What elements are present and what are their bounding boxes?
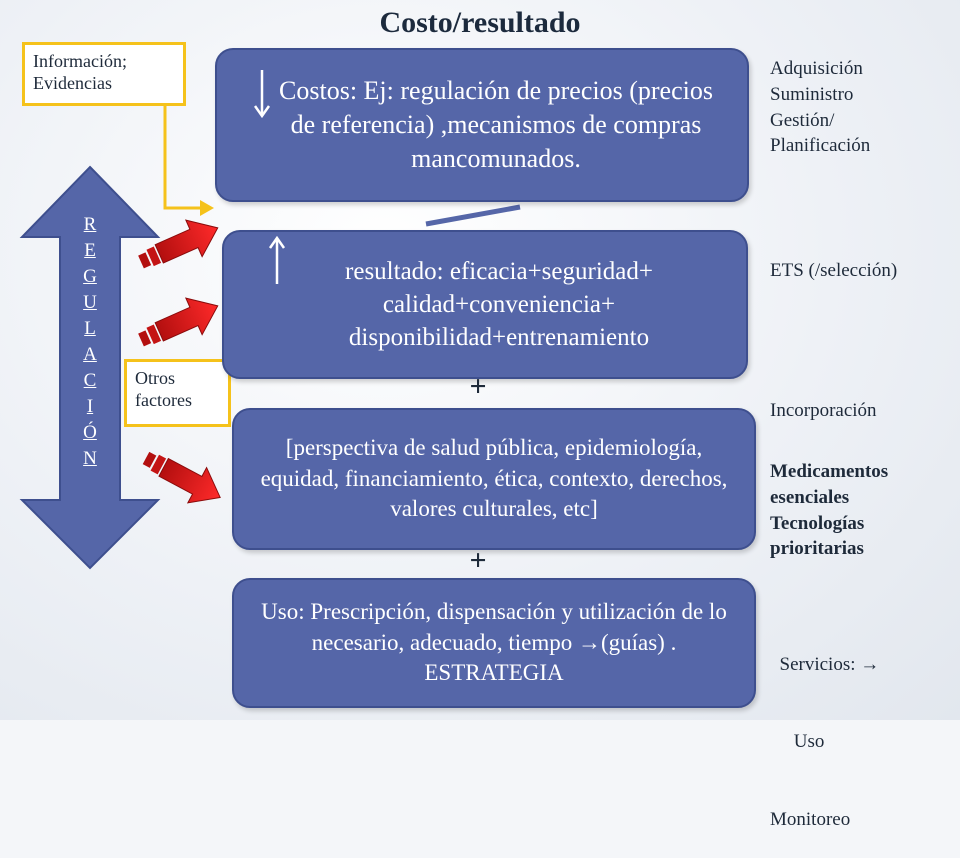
right-label-line: Medicamentos bbox=[770, 461, 889, 482]
right-label-line: Uso bbox=[770, 731, 825, 753]
right-label-line: esenciales bbox=[770, 486, 850, 508]
note-line: Información; bbox=[33, 51, 127, 71]
right-label-ets: ETS (/selección) bbox=[770, 258, 897, 284]
note-otros-factores: Otros factores bbox=[124, 359, 231, 427]
uso-text: Uso: Prescripción, dispensación y utiliz… bbox=[261, 599, 727, 686]
right-label-line: Planificación bbox=[770, 135, 871, 157]
plus-sign: + bbox=[469, 370, 487, 403]
note-line: factores bbox=[135, 389, 192, 410]
resultado-box: resultado: eficacia+seguridad+ calidad+c… bbox=[222, 230, 748, 379]
cost-result-connector bbox=[425, 204, 521, 227]
red-arrow-2 bbox=[138, 297, 219, 347]
uso-box: Uso: Prescripción, dispensación y utiliz… bbox=[232, 578, 756, 708]
plus-sign: + bbox=[469, 544, 487, 577]
regulacion-double-arrow bbox=[19, 165, 161, 570]
up-arrow-icon bbox=[268, 236, 286, 284]
regulacion-letter: C bbox=[83, 370, 97, 391]
regulacion-letter: G bbox=[83, 266, 97, 287]
note-informacion: Información; Evidencias bbox=[22, 42, 186, 106]
right-label-line: Adquisición bbox=[770, 58, 863, 79]
regulacion-letter: I bbox=[86, 396, 94, 417]
regulacion-letter: R bbox=[83, 214, 97, 235]
regulacion-letter: N bbox=[83, 448, 97, 469]
right-label-incorporacion: Incorporación bbox=[770, 398, 877, 424]
right-label-line: Monitoreo bbox=[770, 808, 851, 830]
down-arrow-icon bbox=[253, 70, 271, 119]
right-label-line: ETS (/selección) bbox=[770, 260, 898, 281]
right-label-line: Suministro bbox=[770, 83, 854, 105]
perspectiva-text: [perspectiva de salud pública, epidemiol… bbox=[260, 435, 728, 522]
diagram-shapes bbox=[19, 106, 521, 570]
right-label-line: prioritarias bbox=[770, 538, 864, 560]
right-label-line: Tecnologías bbox=[770, 512, 865, 534]
resultado-text: resultado: eficacia+seguridad+ calidad+c… bbox=[345, 258, 653, 351]
red-arrow-1 bbox=[138, 219, 219, 269]
regulacion-letter: L bbox=[84, 318, 96, 339]
note-line: Otros bbox=[135, 368, 175, 388]
info-connector bbox=[163, 106, 208, 210]
info-connector-head bbox=[200, 200, 214, 216]
note-line: Evidencias bbox=[33, 72, 112, 93]
right-label-line: Incorporación bbox=[770, 400, 877, 421]
right-label-adquisicion: Adquisición Suministro Gestión/ Planific… bbox=[770, 56, 870, 159]
regulacion-letter: U bbox=[83, 292, 97, 313]
regulacion-letter: A bbox=[83, 344, 97, 365]
regulacion-letter: Ó bbox=[83, 422, 97, 443]
page-title: Costo/resultado bbox=[379, 6, 581, 39]
costos-text: Costos: Ej: regulación de precios (preci… bbox=[279, 75, 713, 174]
perspectiva-box: [perspectiva de salud pública, epidemiol… bbox=[232, 408, 756, 550]
right-label-medicamentos: Medicamentos esenciales Tecnologías prio… bbox=[770, 459, 888, 562]
right-label-line: Servicios: → bbox=[770, 653, 880, 675]
regulacion-letter: E bbox=[84, 240, 96, 261]
costos-box: Costos: Ej: regulación de precios (preci… bbox=[215, 48, 749, 202]
right-label-servicios: Servicios: → Uso Monitoreo bbox=[770, 600, 879, 858]
right-label-line: Gestión/ bbox=[770, 109, 835, 131]
red-arrow-3 bbox=[142, 451, 221, 504]
